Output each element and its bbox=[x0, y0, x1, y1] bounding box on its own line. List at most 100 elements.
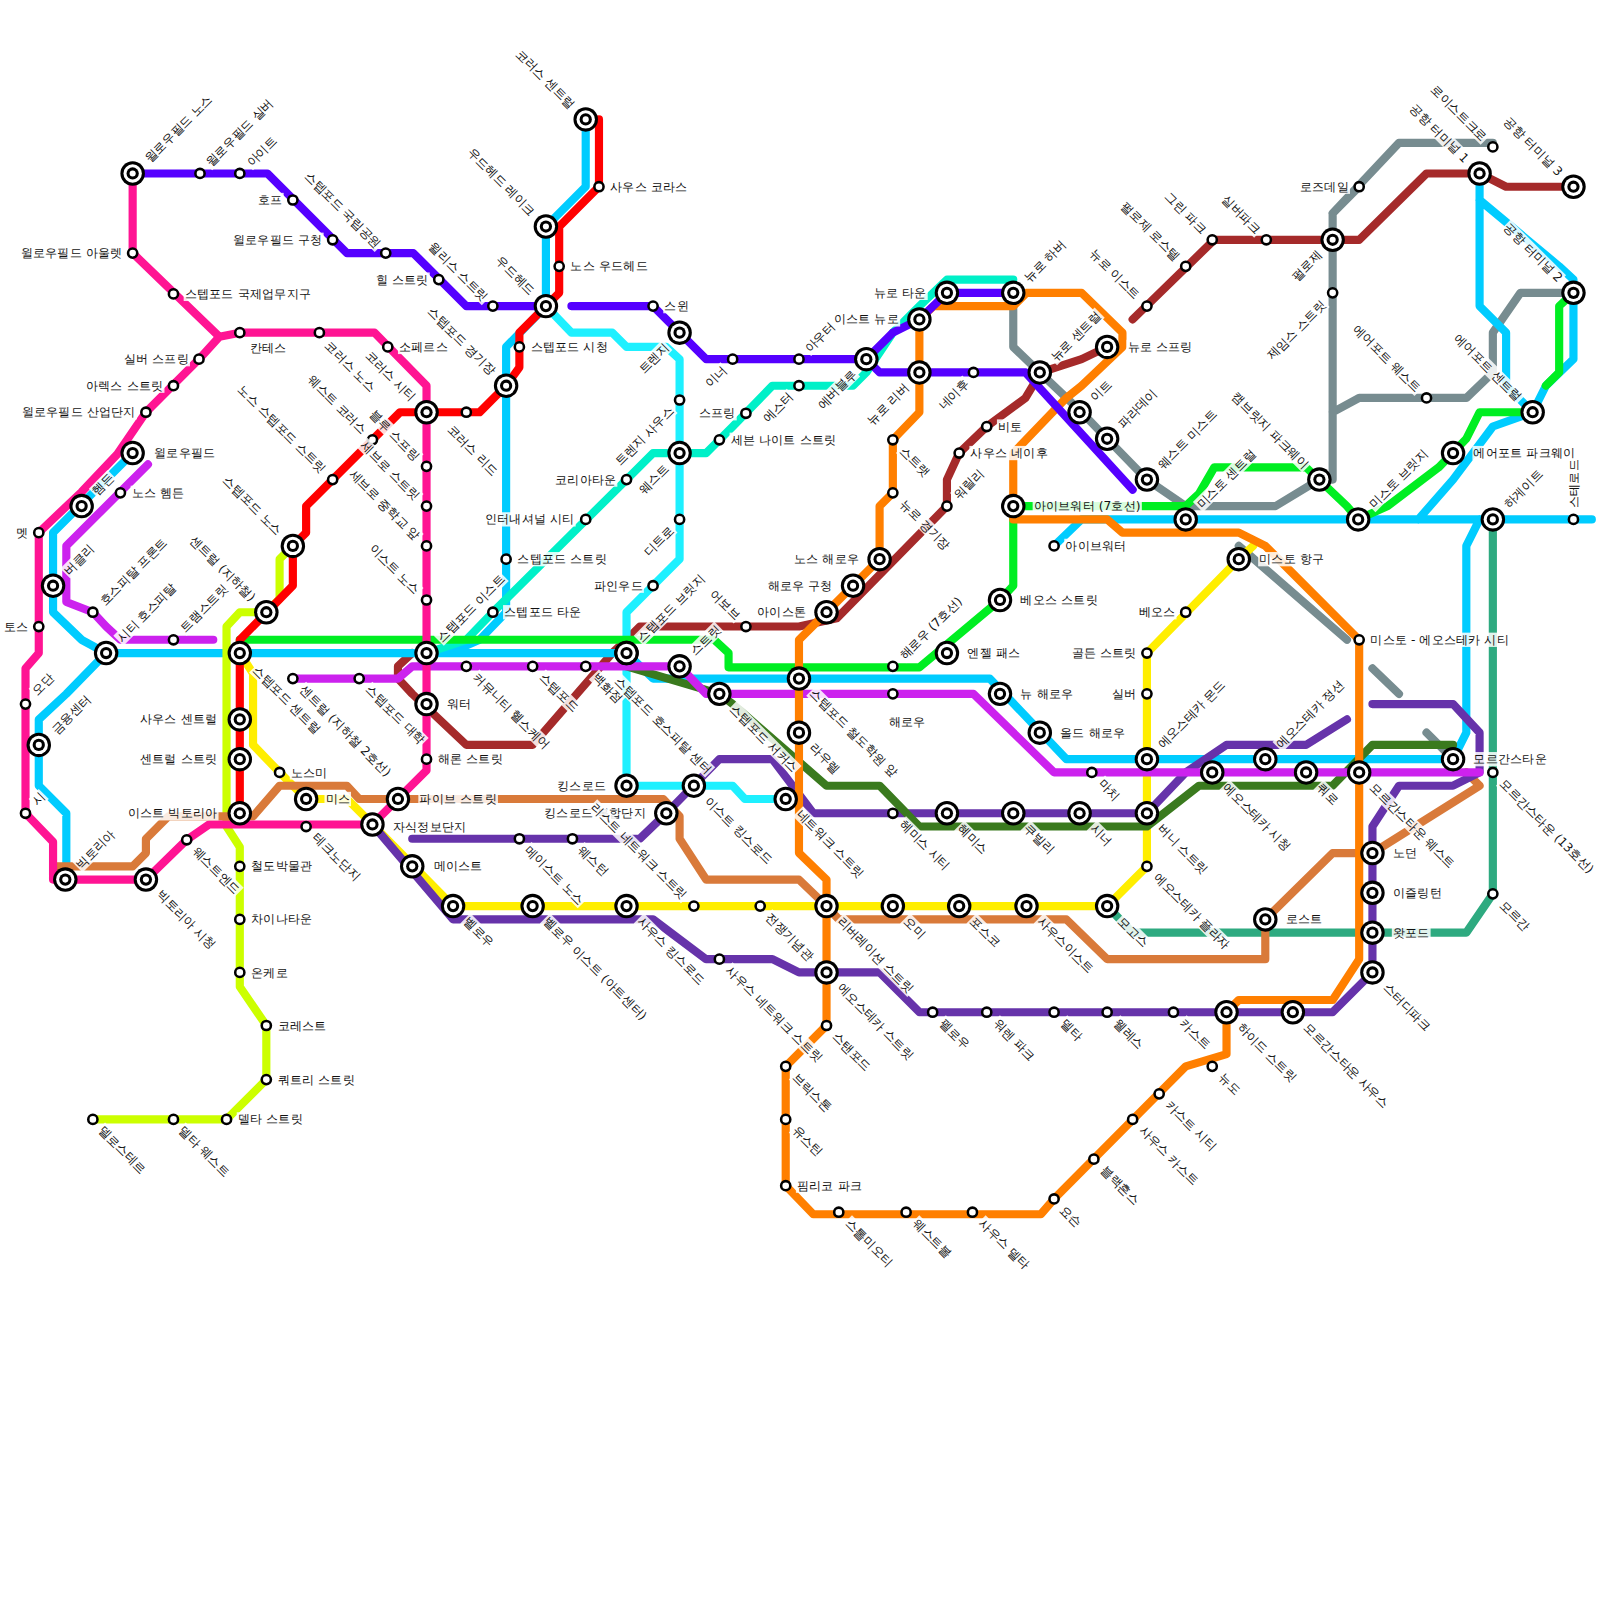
station-marker bbox=[235, 862, 244, 871]
station-label: 엔젤 패스 bbox=[966, 646, 1021, 660]
station-label: 하게이트 bbox=[1500, 466, 1546, 512]
station-label: 노스미 bbox=[290, 765, 329, 779]
station-label: 올드 해로우 bbox=[1059, 726, 1126, 740]
station-label: 그린 파크 bbox=[1161, 189, 1210, 238]
station-label: 사우스 델타 bbox=[976, 1215, 1034, 1273]
station-marker bbox=[254, 600, 278, 624]
station-marker bbox=[822, 1021, 831, 1030]
station-marker bbox=[194, 355, 203, 364]
station-marker bbox=[1181, 608, 1190, 617]
station-label: 이즐링턴 bbox=[1392, 886, 1443, 900]
station-label: 빅토리아 시청 bbox=[153, 887, 219, 953]
station-label: 쿼트리 스트릿 bbox=[277, 1072, 356, 1086]
station-label: 메이스트 bbox=[433, 859, 484, 873]
station-label: 이스트 빅토리아 bbox=[127, 806, 219, 820]
station-label: 스텝포드 타운 bbox=[503, 605, 582, 619]
station-label: 디트로 bbox=[640, 522, 678, 560]
station-label: 뉴도 bbox=[1215, 1069, 1244, 1098]
station-marker bbox=[955, 448, 964, 457]
station-marker bbox=[1135, 747, 1159, 771]
station-label: 에어포트 센트럴 bbox=[1451, 330, 1526, 405]
station-label: 멧 bbox=[15, 526, 29, 540]
station-label: 사우스 센트럴 bbox=[139, 712, 218, 726]
station-label: 비토 bbox=[997, 419, 1024, 433]
station-marker bbox=[907, 307, 931, 331]
station-marker bbox=[1067, 801, 1091, 825]
station-marker bbox=[1028, 360, 1052, 384]
station-marker bbox=[414, 641, 438, 665]
station-marker bbox=[756, 902, 765, 911]
station-label: 스탠포드 bbox=[829, 1029, 875, 1075]
station-marker bbox=[515, 342, 524, 351]
station-marker bbox=[888, 809, 897, 818]
station-label: 실버 bbox=[1111, 687, 1138, 701]
station-marker bbox=[614, 641, 638, 665]
station-marker bbox=[422, 502, 431, 511]
station-marker bbox=[1208, 235, 1217, 244]
station-label: 금융센터 bbox=[48, 692, 94, 738]
station-marker bbox=[422, 462, 431, 471]
station-marker bbox=[814, 960, 838, 984]
station-marker bbox=[667, 320, 691, 344]
station-label: 윌로우필드 bbox=[153, 446, 216, 460]
station-marker bbox=[235, 915, 244, 924]
station-label: 스텝포드 시청 bbox=[530, 340, 609, 354]
station-label: 웨스트엔드 bbox=[189, 843, 244, 898]
station-label: 사우스 네이후 bbox=[969, 446, 1048, 460]
station-marker bbox=[1281, 1000, 1305, 1024]
station-marker bbox=[715, 955, 724, 964]
station-label: 스윈 bbox=[663, 299, 690, 313]
station-label: 마치 bbox=[1095, 776, 1124, 805]
station-marker bbox=[21, 809, 30, 818]
station-marker bbox=[888, 662, 897, 671]
station-marker bbox=[1142, 302, 1151, 311]
station-marker bbox=[834, 1208, 843, 1217]
station-marker bbox=[462, 662, 471, 671]
station-marker bbox=[568, 834, 577, 843]
station-label: 실버파크 bbox=[1218, 192, 1264, 238]
station-marker bbox=[288, 195, 297, 204]
station-marker bbox=[302, 822, 311, 831]
station-marker bbox=[787, 666, 811, 690]
station-label: 파라데이 bbox=[1114, 385, 1160, 431]
station-label: 아이트 bbox=[243, 133, 281, 171]
station-marker bbox=[182, 835, 191, 844]
station-marker bbox=[614, 773, 638, 797]
station-label: 델타 bbox=[1057, 1015, 1086, 1044]
station-marker bbox=[386, 787, 410, 811]
station-marker bbox=[528, 662, 537, 671]
station-marker bbox=[741, 409, 750, 418]
station-marker bbox=[1103, 1008, 1112, 1017]
station-marker bbox=[581, 515, 590, 524]
station-marker bbox=[116, 488, 125, 497]
station-marker bbox=[1227, 547, 1251, 571]
station-marker bbox=[947, 894, 971, 918]
station-marker bbox=[281, 534, 305, 558]
station-label: 에어포트 웨스트 bbox=[1350, 321, 1425, 396]
station-marker bbox=[235, 169, 244, 178]
station-marker bbox=[222, 1115, 231, 1124]
station-marker bbox=[315, 328, 324, 337]
metro-line bbox=[427, 280, 1014, 653]
metro-line bbox=[240, 119, 599, 813]
station-marker bbox=[773, 787, 797, 811]
station-label: 델로스테르 bbox=[95, 1122, 150, 1177]
station-marker bbox=[169, 381, 178, 390]
station-marker bbox=[902, 1208, 911, 1217]
station-label: 우드헤드 레이크 bbox=[464, 144, 539, 219]
station-marker bbox=[1488, 142, 1497, 151]
station-label: 핌리코 파크 bbox=[796, 1179, 863, 1193]
station-marker bbox=[328, 475, 337, 484]
station-marker bbox=[854, 347, 878, 371]
station-label: 철도박물관 bbox=[250, 859, 313, 873]
station-marker bbox=[27, 733, 51, 757]
station-marker bbox=[1001, 801, 1025, 825]
station-marker bbox=[1208, 1062, 1217, 1071]
station-label: 센트럴 스트릿 bbox=[139, 752, 218, 766]
station-marker bbox=[534, 214, 558, 238]
station-label: 웨스트 미스트 bbox=[1154, 406, 1220, 472]
station-marker bbox=[1346, 507, 1370, 531]
station-marker bbox=[682, 773, 706, 797]
station-marker bbox=[434, 275, 443, 284]
station-marker bbox=[1569, 515, 1578, 524]
